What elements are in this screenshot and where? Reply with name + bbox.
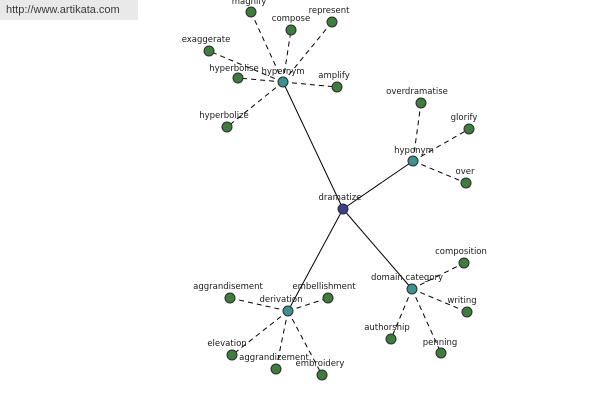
leaf-node-aggrandisement[interactable] [224,292,236,304]
leaf-node-exaggerate[interactable] [203,45,215,57]
leaf-node-writing[interactable] [461,306,473,318]
leaf-node-glorify[interactable] [463,123,475,135]
edges [208,11,470,376]
edge-hyponym-overdramatise [412,102,422,162]
leaf-node-embellishment[interactable] [322,292,334,304]
leaf-node-over[interactable] [460,177,472,189]
leaf-node-hyperbolize[interactable] [221,121,233,133]
leaf-label-overdramatise[interactable]: overdramatise [386,87,448,97]
leaf-label-represent[interactable]: represent [309,6,351,16]
edge-derivation-aggrandisement [229,297,289,312]
hub-label-hypernym[interactable]: hypernym [261,67,304,77]
leaf-node-embroidery[interactable] [316,369,328,381]
hub-label-derivation[interactable]: derivation [259,295,302,305]
leaf-label-glorify[interactable]: glorify [451,113,478,123]
hub-node-derivation[interactable] [282,305,294,317]
leaf-node-penning[interactable] [435,347,447,359]
center-node[interactable] [337,203,349,215]
center-label[interactable]: dramatize [319,193,362,203]
leaf-label-hyperbolise[interactable]: hyperbolise [209,64,259,74]
hub-node-domain-category[interactable] [406,283,418,295]
edge-domain-category [342,208,413,290]
leaf-label-composition[interactable]: composition [435,247,487,257]
nodes [203,6,475,381]
leaf-label-embellishment[interactable]: embellishment [292,282,356,292]
leaf-label-exaggerate[interactable]: exaggerate [182,35,231,45]
edge-hypernym-hyperbolise [237,77,284,83]
leaf-node-amplify[interactable] [331,81,343,93]
leaf-node-hyperbolise[interactable] [232,72,244,84]
leaf-label-aggrandisement[interactable]: aggrandisement [193,282,263,292]
edge-hypernym-amplify [282,81,338,88]
edge-hypernym-hyperbolize [226,81,284,128]
leaf-label-over[interactable]: over [456,167,475,177]
edge-domain-category-authorship [390,288,413,340]
leaf-label-amplify[interactable]: amplify [318,71,349,81]
leaf-label-authorship[interactable]: authorship [364,323,410,333]
edge-derivation-elevation [231,310,289,356]
hub-label-hyponym[interactable]: hyponym [394,146,434,156]
leaf-label-hyperbolize[interactable]: hyperbolize [199,111,249,121]
leaf-node-aggrandizement[interactable] [270,363,282,375]
leaf-label-penning[interactable]: penning [423,338,458,348]
edge-hyponym-over [412,160,467,184]
edge-derivation [287,208,344,312]
hub-node-hyponym[interactable] [407,155,419,167]
leaf-node-compose[interactable] [285,24,297,36]
edge-hypernym-represent [282,21,333,83]
edge-hypernym-magnify [250,11,284,83]
edge-derivation-aggrandizement [275,310,289,370]
leaf-label-elevation[interactable]: elevation [207,339,246,349]
edge-hypernym [282,81,344,210]
leaf-label-aggrandizement[interactable]: aggrandizement [239,353,309,363]
leaf-node-overdramatise[interactable] [415,97,427,109]
hub-node-hypernym[interactable] [277,76,289,88]
hub-label-domain-category[interactable]: domain category [371,273,443,283]
leaf-label-magnify[interactable]: magnify [232,0,267,7]
edge-domain-category-writing [411,288,468,313]
edge-hyponym [342,160,414,210]
edge-derivation-embellishment [287,297,329,312]
leaf-node-elevation[interactable] [226,349,238,361]
edge-domain-category-composition [411,262,465,290]
edge-hyponym-glorify [412,128,470,162]
url-badge[interactable]: http://www.artikata.com [0,0,138,20]
edge-hypernym-exaggerate [208,50,284,83]
edge-derivation-embroidery [287,310,323,376]
leaf-node-represent[interactable] [326,16,338,28]
leaf-node-composition[interactable] [458,257,470,269]
leaf-label-compose[interactable]: compose [272,14,310,24]
leaf-node-authorship[interactable] [385,333,397,345]
leaf-label-embroidery[interactable]: embroidery [296,359,345,369]
leaf-node-magnify[interactable] [245,6,257,18]
leaf-label-writing[interactable]: writing [447,296,476,306]
edge-domain-category-penning [411,288,442,354]
